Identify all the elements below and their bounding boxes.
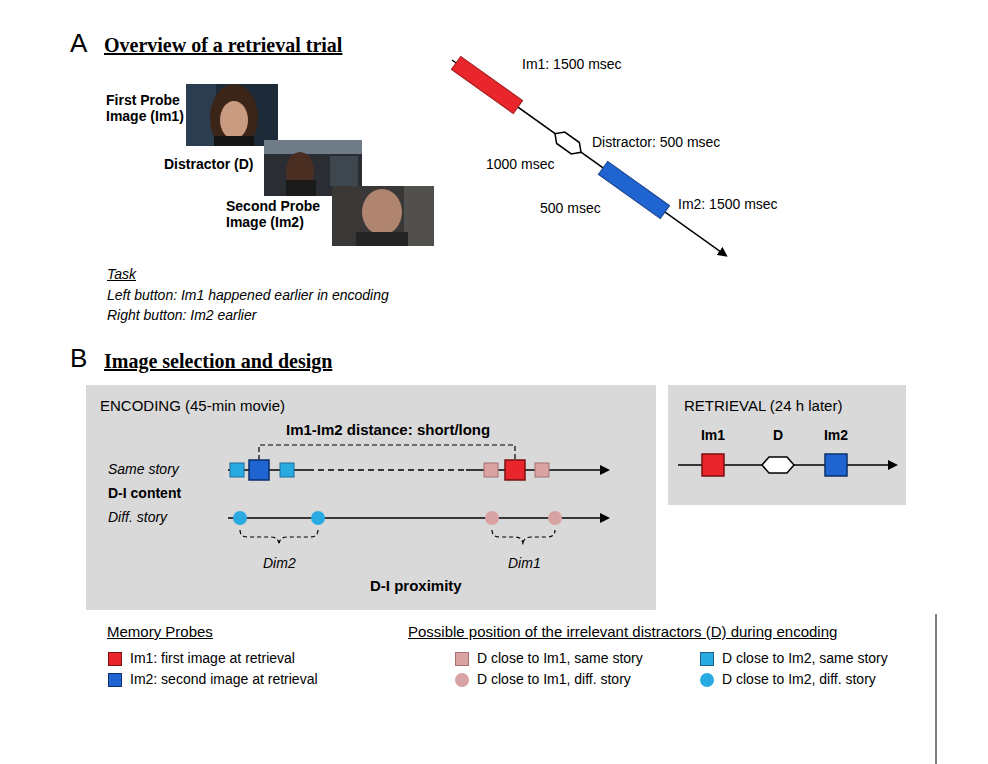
encoding-panel: ENCODING (45-min movie)Im1-Im2 distance:… (86, 385, 656, 610)
legend-text: D close to Im2, same story (722, 650, 888, 667)
brace-label: Dim2 (263, 555, 296, 572)
row-label: Diff. story (108, 509, 167, 526)
distractor-hexagon (762, 457, 794, 473)
distractor-square (230, 463, 244, 477)
duration-label: 500 msec (540, 200, 601, 217)
row-label: Same story (108, 461, 179, 478)
panel-heading: RETRIEVAL (24 h later) (684, 397, 842, 415)
legend-heading: Memory Probes (107, 623, 213, 641)
factor-label: D-I content (108, 485, 181, 502)
distractor-circle (548, 511, 562, 525)
image-label: Second Probe Image (Im2) (226, 198, 326, 230)
im2-square (825, 454, 847, 476)
panel-letter: A (70, 28, 87, 59)
probe-label: D (773, 427, 783, 444)
movie-still (332, 186, 434, 246)
distractor-hexagon (551, 128, 585, 158)
duration-label: 1000 msec (486, 156, 554, 173)
duration-label: Im1: 1500 msec (522, 56, 622, 73)
legend-text: Im1: first image at retrieval (130, 650, 295, 667)
frame-line (936, 614, 937, 764)
distractor-circle (233, 511, 247, 525)
distance-bracket (259, 445, 515, 460)
legend-text: Im2: second image at retrieval (130, 671, 318, 688)
legend-swatch (455, 673, 469, 687)
im2-bar (598, 161, 669, 218)
task-text: Right button: Im2 earlier (107, 307, 256, 324)
task-text: Left button: Im1 happened earlier in enc… (107, 287, 389, 304)
distractor-square (484, 463, 498, 477)
legend-swatch (108, 652, 122, 666)
story-line-gap (308, 469, 466, 471)
brace-label: Dim1 (508, 555, 541, 572)
panel-title: Overview of a retrieval trial (104, 33, 342, 57)
im1-bar (451, 56, 522, 113)
image-label: Distractor (D) (164, 156, 253, 173)
distractor-square (280, 463, 294, 477)
legend-swatch (700, 673, 714, 687)
im2-square (249, 460, 269, 480)
movie-still (186, 84, 278, 146)
probe-label: Im2 (824, 427, 848, 444)
im1-square (702, 454, 724, 476)
probe-label: Im1 (701, 427, 725, 444)
im1-square (505, 460, 525, 480)
proximity-brace (240, 530, 318, 545)
proximity-brace (492, 530, 555, 545)
distractor-circle (311, 511, 325, 525)
panel-heading: ENCODING (45-min movie) (100, 397, 285, 415)
panel-letter: B (70, 343, 87, 374)
distractor-square (535, 463, 549, 477)
task-heading: Task (107, 266, 136, 283)
legend-swatch (455, 652, 469, 666)
legend-heading: Possible position of the irrelevant dist… (408, 623, 837, 641)
legend-swatch (700, 652, 714, 666)
distractor-circle (485, 511, 499, 525)
legend-text: D close to Im1, same story (477, 650, 643, 667)
legend-text: D close to Im2, diff. story (722, 671, 876, 688)
duration-label: Distractor: 500 msec (592, 134, 720, 151)
factor-label: Im1-Im2 distance: short/long (286, 421, 490, 439)
legend-text: D close to Im1, diff. story (477, 671, 631, 688)
duration-label: Im2: 1500 msec (678, 196, 778, 213)
factor-label: D-I proximity (370, 577, 462, 595)
retrieval-panel: RETRIEVAL (24 h later) Im1 D Im2 (668, 385, 906, 505)
legend-swatch (108, 673, 122, 687)
image-label: First Probe Image (Im1) (106, 92, 184, 124)
panel-title: Image selection and design (104, 349, 332, 373)
